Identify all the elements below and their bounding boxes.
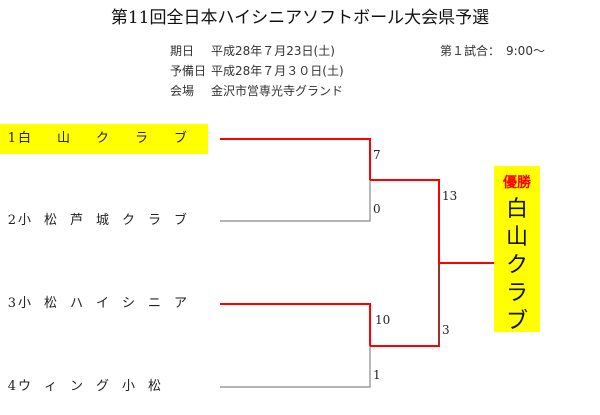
reserve-date-label: 予備日	[170, 64, 207, 78]
date-value: 平成28年７月23日(土)	[211, 44, 335, 58]
champion-char: ク	[505, 253, 528, 278]
champion-char: 白	[505, 197, 528, 222]
team-number: 1	[7, 131, 16, 146]
reserve-date-value: 平成28年７月３０日(土)	[211, 64, 344, 78]
score-final-top: 13	[442, 189, 458, 203]
champion-char: ブ	[505, 309, 528, 334]
bracket-line-team3	[220, 303, 371, 346]
team-name: 小 松 ハ イ シ ニ ア	[18, 296, 188, 311]
score-team4: 1	[373, 368, 381, 382]
champion-char: 山	[505, 225, 528, 250]
bracket-line-final-bottom	[370, 263, 440, 347]
team-name: 白 山 ク ラ ブ	[18, 131, 188, 146]
champion-box: 優勝 白 山 ク ラ ブ	[494, 166, 540, 334]
bracket-line-team4	[220, 346, 371, 388]
champion-label: 優勝	[503, 175, 531, 191]
score-team3: 10	[375, 313, 391, 327]
bracket-line-final-top	[370, 179, 440, 263]
team-name: 小 松 芦 城 ク ラ ブ	[18, 213, 188, 228]
champion-name: 白 山 ク ラ ブ	[494, 196, 540, 336]
bracket-line-team2	[220, 180, 371, 222]
team-number: 3	[7, 296, 16, 311]
venue-label: 会場	[170, 84, 195, 98]
team-number: 4	[7, 379, 16, 394]
page-title: 第11回全日本ハイシニアソフトボール大会県予選	[110, 8, 490, 28]
score-team2: 0	[373, 202, 381, 216]
venue-value: 金沢市営専光寺グランド	[211, 84, 344, 98]
first-game-time: 第１試合： 9:00～	[440, 44, 545, 58]
bracket-line-team1	[220, 138, 371, 180]
team-number: 2	[7, 213, 16, 228]
team-name: ウ ィ ン グ 小 松	[18, 379, 162, 394]
score-final-bottom: 3	[442, 323, 450, 337]
date-label: 期日	[170, 44, 195, 58]
champion-char: ラ	[505, 281, 528, 306]
score-team1: 7	[373, 148, 381, 162]
